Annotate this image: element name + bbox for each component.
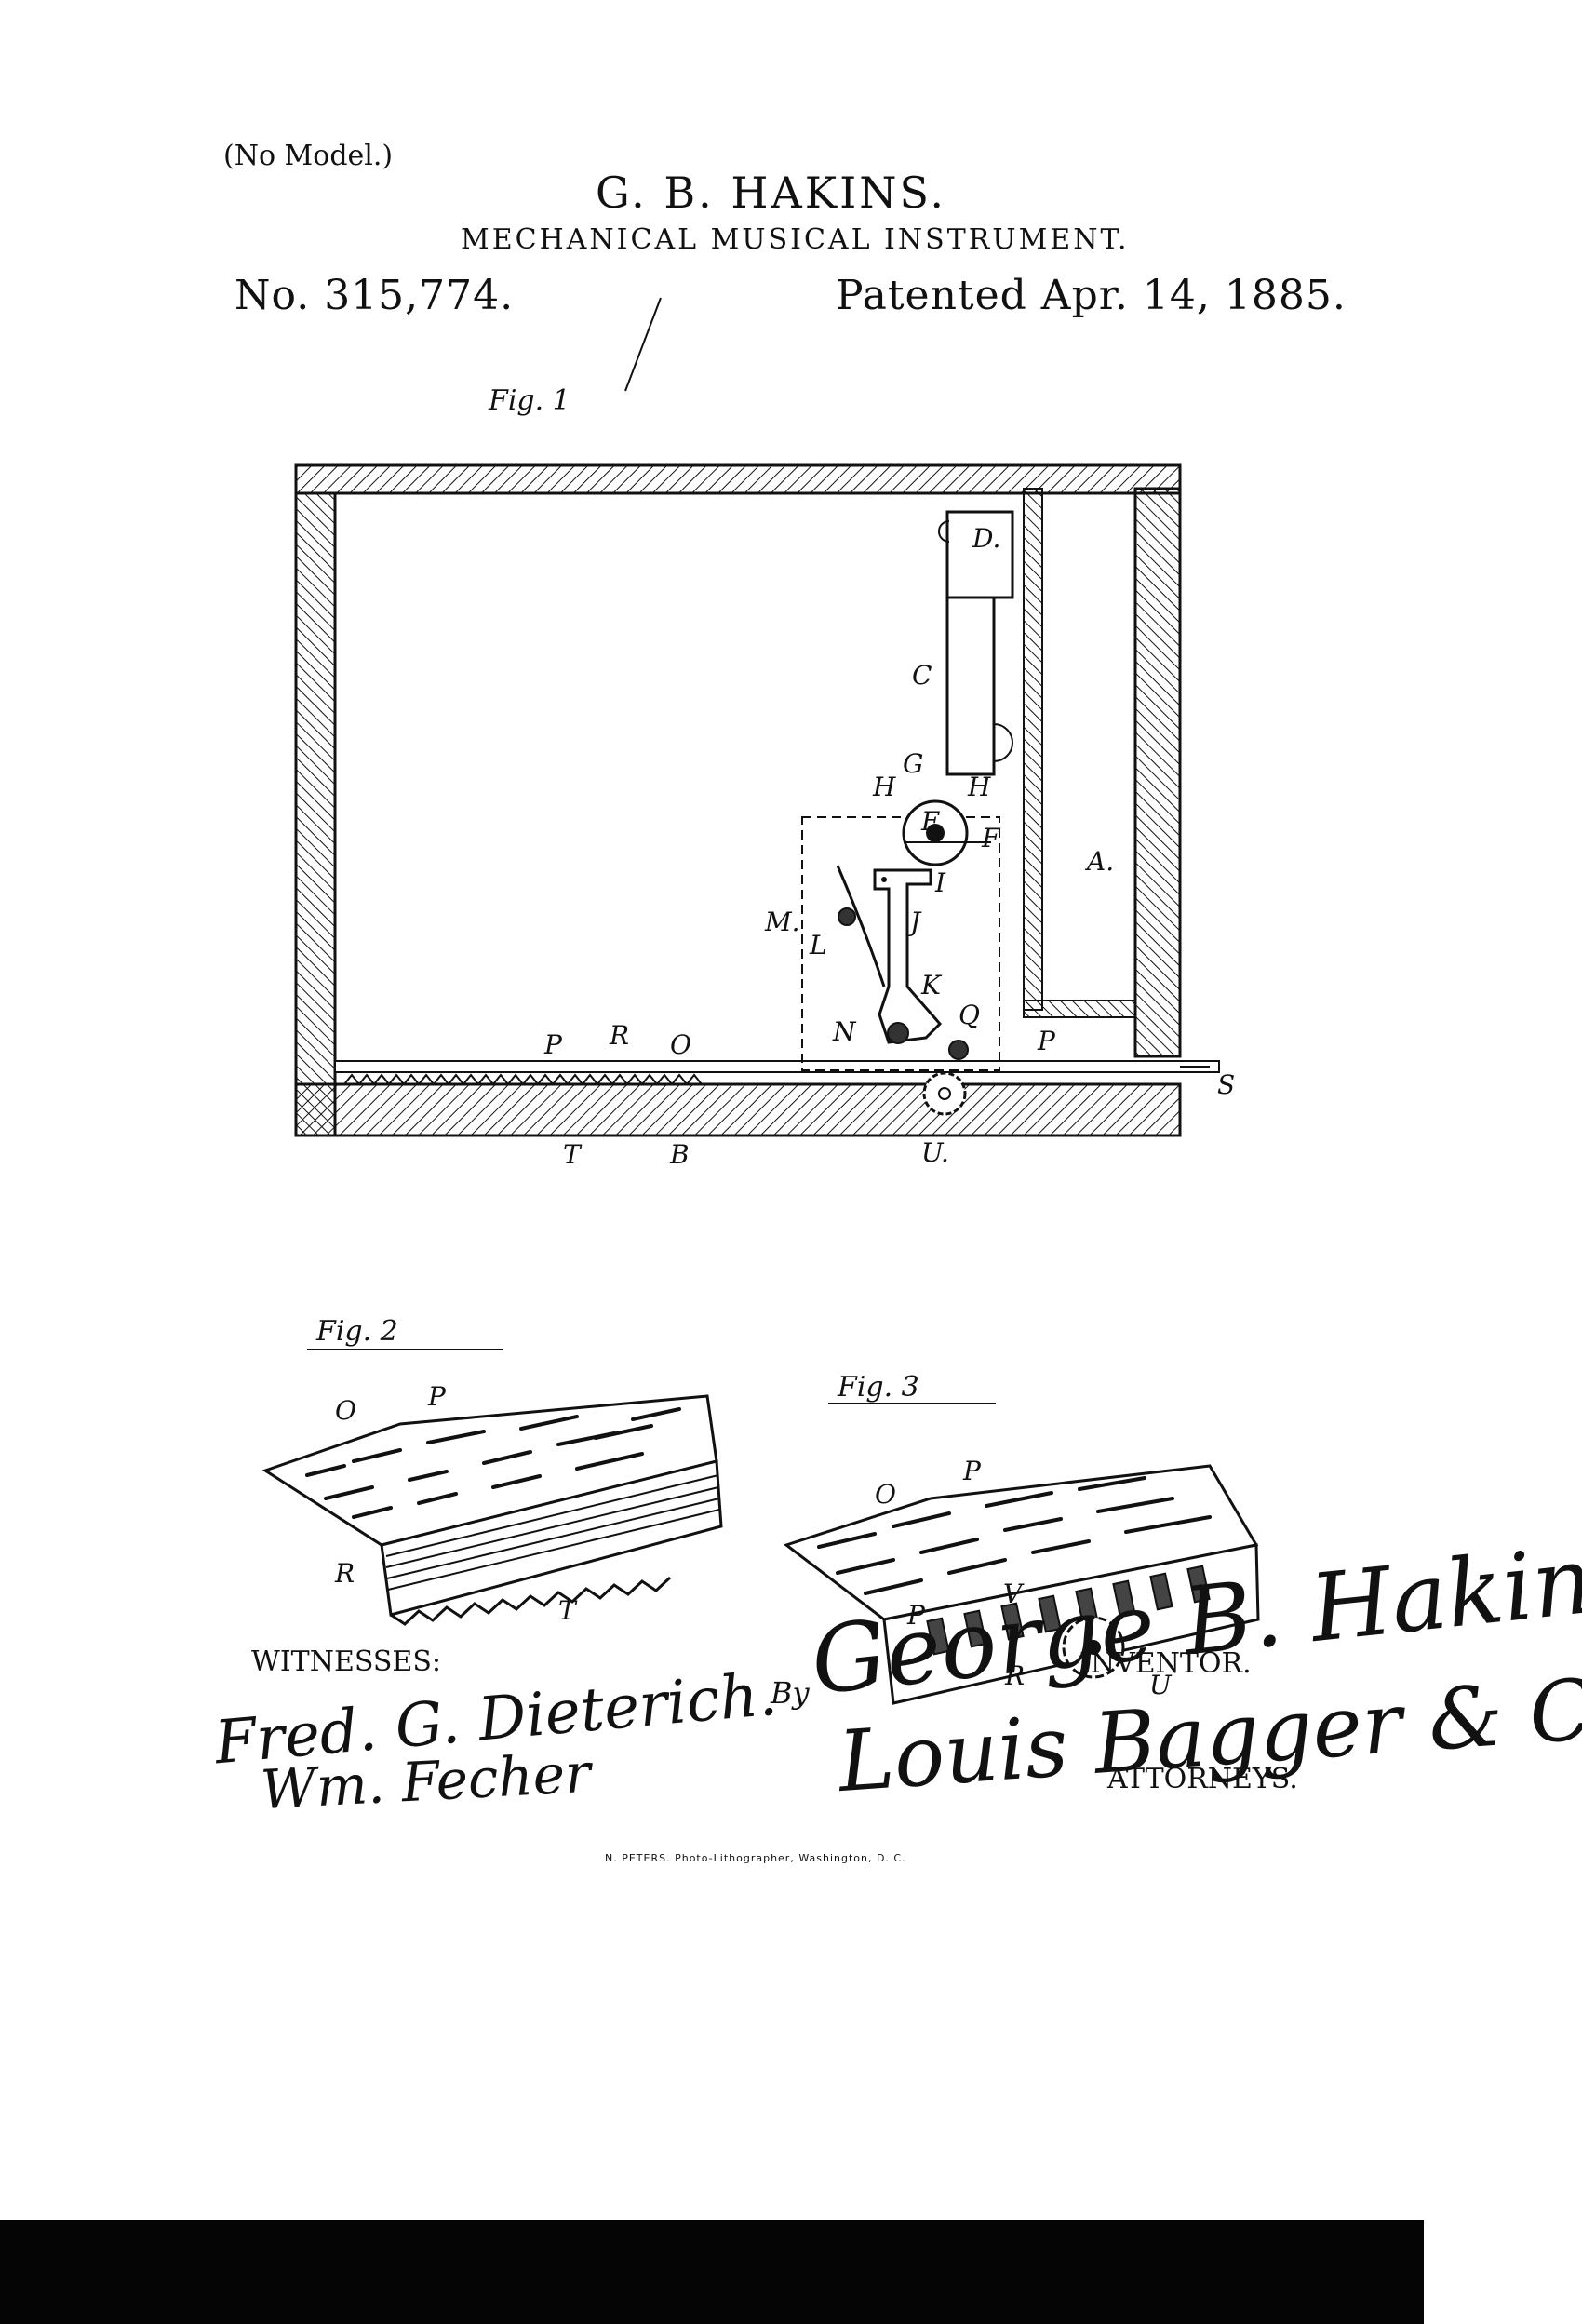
lithographer-credit: N. PETERS. Photo-Lithographer, Washingto…: [605, 1852, 906, 1864]
fig1-label-k: K: [920, 970, 943, 1001]
attorneys-label: ATTORNEYS.: [1107, 1763, 1298, 1795]
fig2-label: Fig. 2: [315, 1315, 398, 1348]
fig2-teeth: [390, 1576, 672, 1626]
fig3-label-o: O: [875, 1479, 896, 1510]
fig1-label-o: O: [670, 1029, 691, 1060]
fig1-label-f: F: [981, 823, 1001, 853]
fig1-gear-u: [922, 1071, 967, 1116]
fig1-label-i: I: [934, 867, 946, 898]
fig1-gear-hub: [938, 1087, 951, 1100]
fig1-part-c: [945, 596, 996, 776]
fig1-lever-jk: [873, 868, 943, 1044]
fig1-label-a: A.: [1084, 846, 1114, 877]
fig1-label-t: T: [563, 1139, 583, 1170]
fig1-label-p1: P: [543, 1029, 563, 1060]
fig2-face-shading: [385, 1474, 720, 1591]
fig1-case: [294, 463, 1220, 1137]
fig1-label-d: D.: [972, 523, 1000, 554]
fig1-label-s: S: [1217, 1069, 1235, 1100]
fig1-wheel-axle: [926, 824, 945, 842]
fig2-slots: [305, 1407, 681, 1519]
fig3-label-u: U: [1149, 1670, 1173, 1700]
fig2-label-r: R: [334, 1558, 355, 1589]
inventor-name: G. B. HAKINS.: [596, 168, 947, 218]
fig1-label-l: L: [809, 930, 827, 960]
fig3-label-p2: P: [906, 1600, 926, 1631]
fig3-label-p1: P: [962, 1456, 982, 1486]
fig1-label-b: B: [669, 1139, 690, 1170]
fig3-slots: [817, 1476, 1212, 1595]
fig2-label-o: O: [335, 1395, 356, 1426]
fig1-label-p2: P: [1037, 1026, 1056, 1056]
fig1-spring-l: [836, 865, 886, 987]
fig1-label-c: C: [912, 660, 932, 691]
fig1-leader: [624, 297, 662, 392]
fig1-label-h1: H: [872, 772, 896, 802]
fig3-label-r: R: [1004, 1660, 1025, 1691]
by-label: By: [771, 1675, 810, 1711]
fig1-label: Fig. 1: [488, 384, 570, 417]
patent-title: MECHANICAL MUSICAL INSTRUMENT.: [461, 223, 1130, 256]
fig1-d-knob: [938, 520, 950, 543]
fig1-pin-q: [948, 1040, 969, 1060]
fig1-mechanism-box: [801, 816, 1000, 1071]
fig3-label-v: V: [1003, 1578, 1025, 1609]
fig3-rack-v: [926, 1565, 1211, 1656]
fig1-label-n: N: [832, 1016, 857, 1047]
fig3-label: Fig. 3: [837, 1371, 919, 1404]
fig1-pin-n: [887, 1022, 909, 1044]
fig1-label-e: E: [920, 806, 940, 837]
patent-date: Patented Apr. 14, 1885.: [836, 272, 1347, 319]
fig2-plate-top: [261, 1394, 718, 1547]
fig1-label-r: R: [609, 1020, 629, 1051]
fig1-label-j: J: [905, 907, 922, 937]
fig3-gear-hub: [1086, 1640, 1101, 1655]
fig2-label-p: P: [427, 1381, 447, 1412]
fig1-label-m: M.: [764, 907, 800, 937]
fig1-rack-teeth: [343, 1073, 703, 1086]
fig2-label-t: T: [558, 1595, 578, 1626]
scan-edge-bar: [0, 2220, 1424, 2324]
witnesses-label: WITNESSES:: [251, 1646, 441, 1678]
fig1-label-h2: H: [967, 772, 991, 802]
patent-number: No. 315,774.: [235, 272, 515, 319]
inventor-label: INVENTOR.: [1079, 1647, 1252, 1680]
fig1-pin-m: [838, 907, 856, 926]
fig1-label-q: Q: [959, 1000, 980, 1030]
fig1-c-bump: [993, 723, 1013, 762]
fig1-label-g: G: [903, 748, 923, 779]
no-model-note: (No Model.): [223, 140, 394, 172]
fig1-pivot: [881, 877, 887, 882]
fig1-label-u: U.: [921, 1137, 949, 1168]
